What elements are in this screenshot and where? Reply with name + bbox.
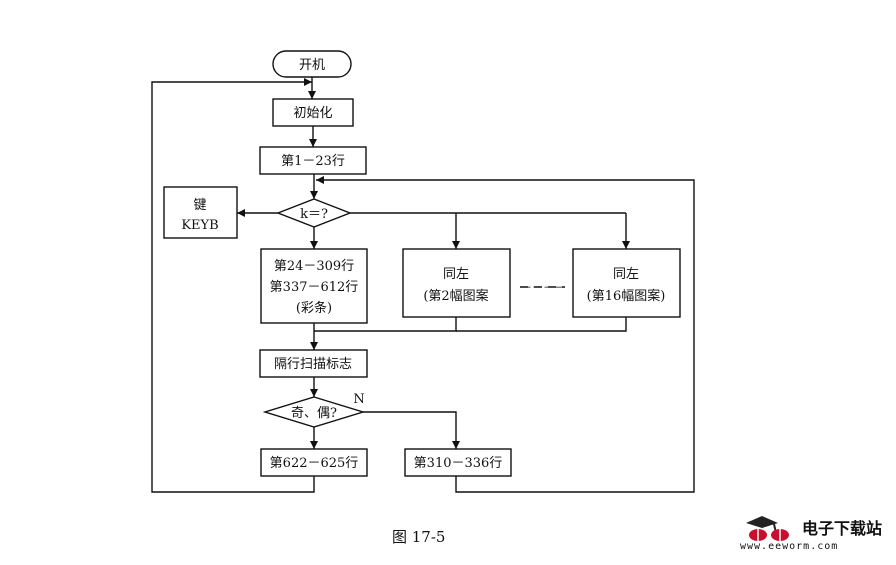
decision-odd-even-label: 奇、偶? (291, 405, 337, 421)
ellipsis-label: －－－－ (521, 281, 565, 294)
watermark-url: www.eeworm.com (740, 541, 839, 552)
connectors (151, 77, 695, 493)
pattern2-box (402, 248, 511, 318)
rows-310-336-box (404, 448, 512, 477)
pattern2-label-line1: 同左 (443, 267, 469, 282)
pattern1-label-line2: 第337－612行 (270, 280, 359, 295)
rows-622-625-label: 第622－625行 (270, 456, 359, 471)
bug-logo-icon (746, 516, 789, 541)
pattern16-label-line2: (第16幅图案) (587, 289, 666, 304)
decision-k-label: k＝? (300, 207, 328, 222)
pattern1-label-line1: 第24－309行 (274, 259, 354, 274)
pattern2-label-line2: (第2幅图案 (423, 289, 488, 304)
key-label-line1: 键 (193, 198, 206, 213)
branch-n-label: N (353, 392, 364, 407)
rows-1-23-label: 第1－23行 (281, 154, 345, 169)
arrowheads (237, 78, 630, 449)
watermark-logo: 电子下载站 www.eeworm.com (740, 513, 890, 557)
pattern16-label-line1: 同左 (613, 267, 639, 282)
pattern1-label-line3: (彩条) (296, 300, 332, 316)
interlace-flag-label: 隔行扫描标志 (274, 357, 352, 372)
key-label-line2: KEYB (181, 218, 218, 233)
pattern16-box (572, 248, 681, 318)
start-label: 开机 (299, 58, 325, 73)
figure-caption: 图 17-5 (392, 528, 446, 546)
watermark-title: 电子下载站 (802, 519, 883, 538)
init-label: 初始化 (293, 106, 332, 121)
rows-310-336-label: 第310－336行 (414, 456, 503, 471)
